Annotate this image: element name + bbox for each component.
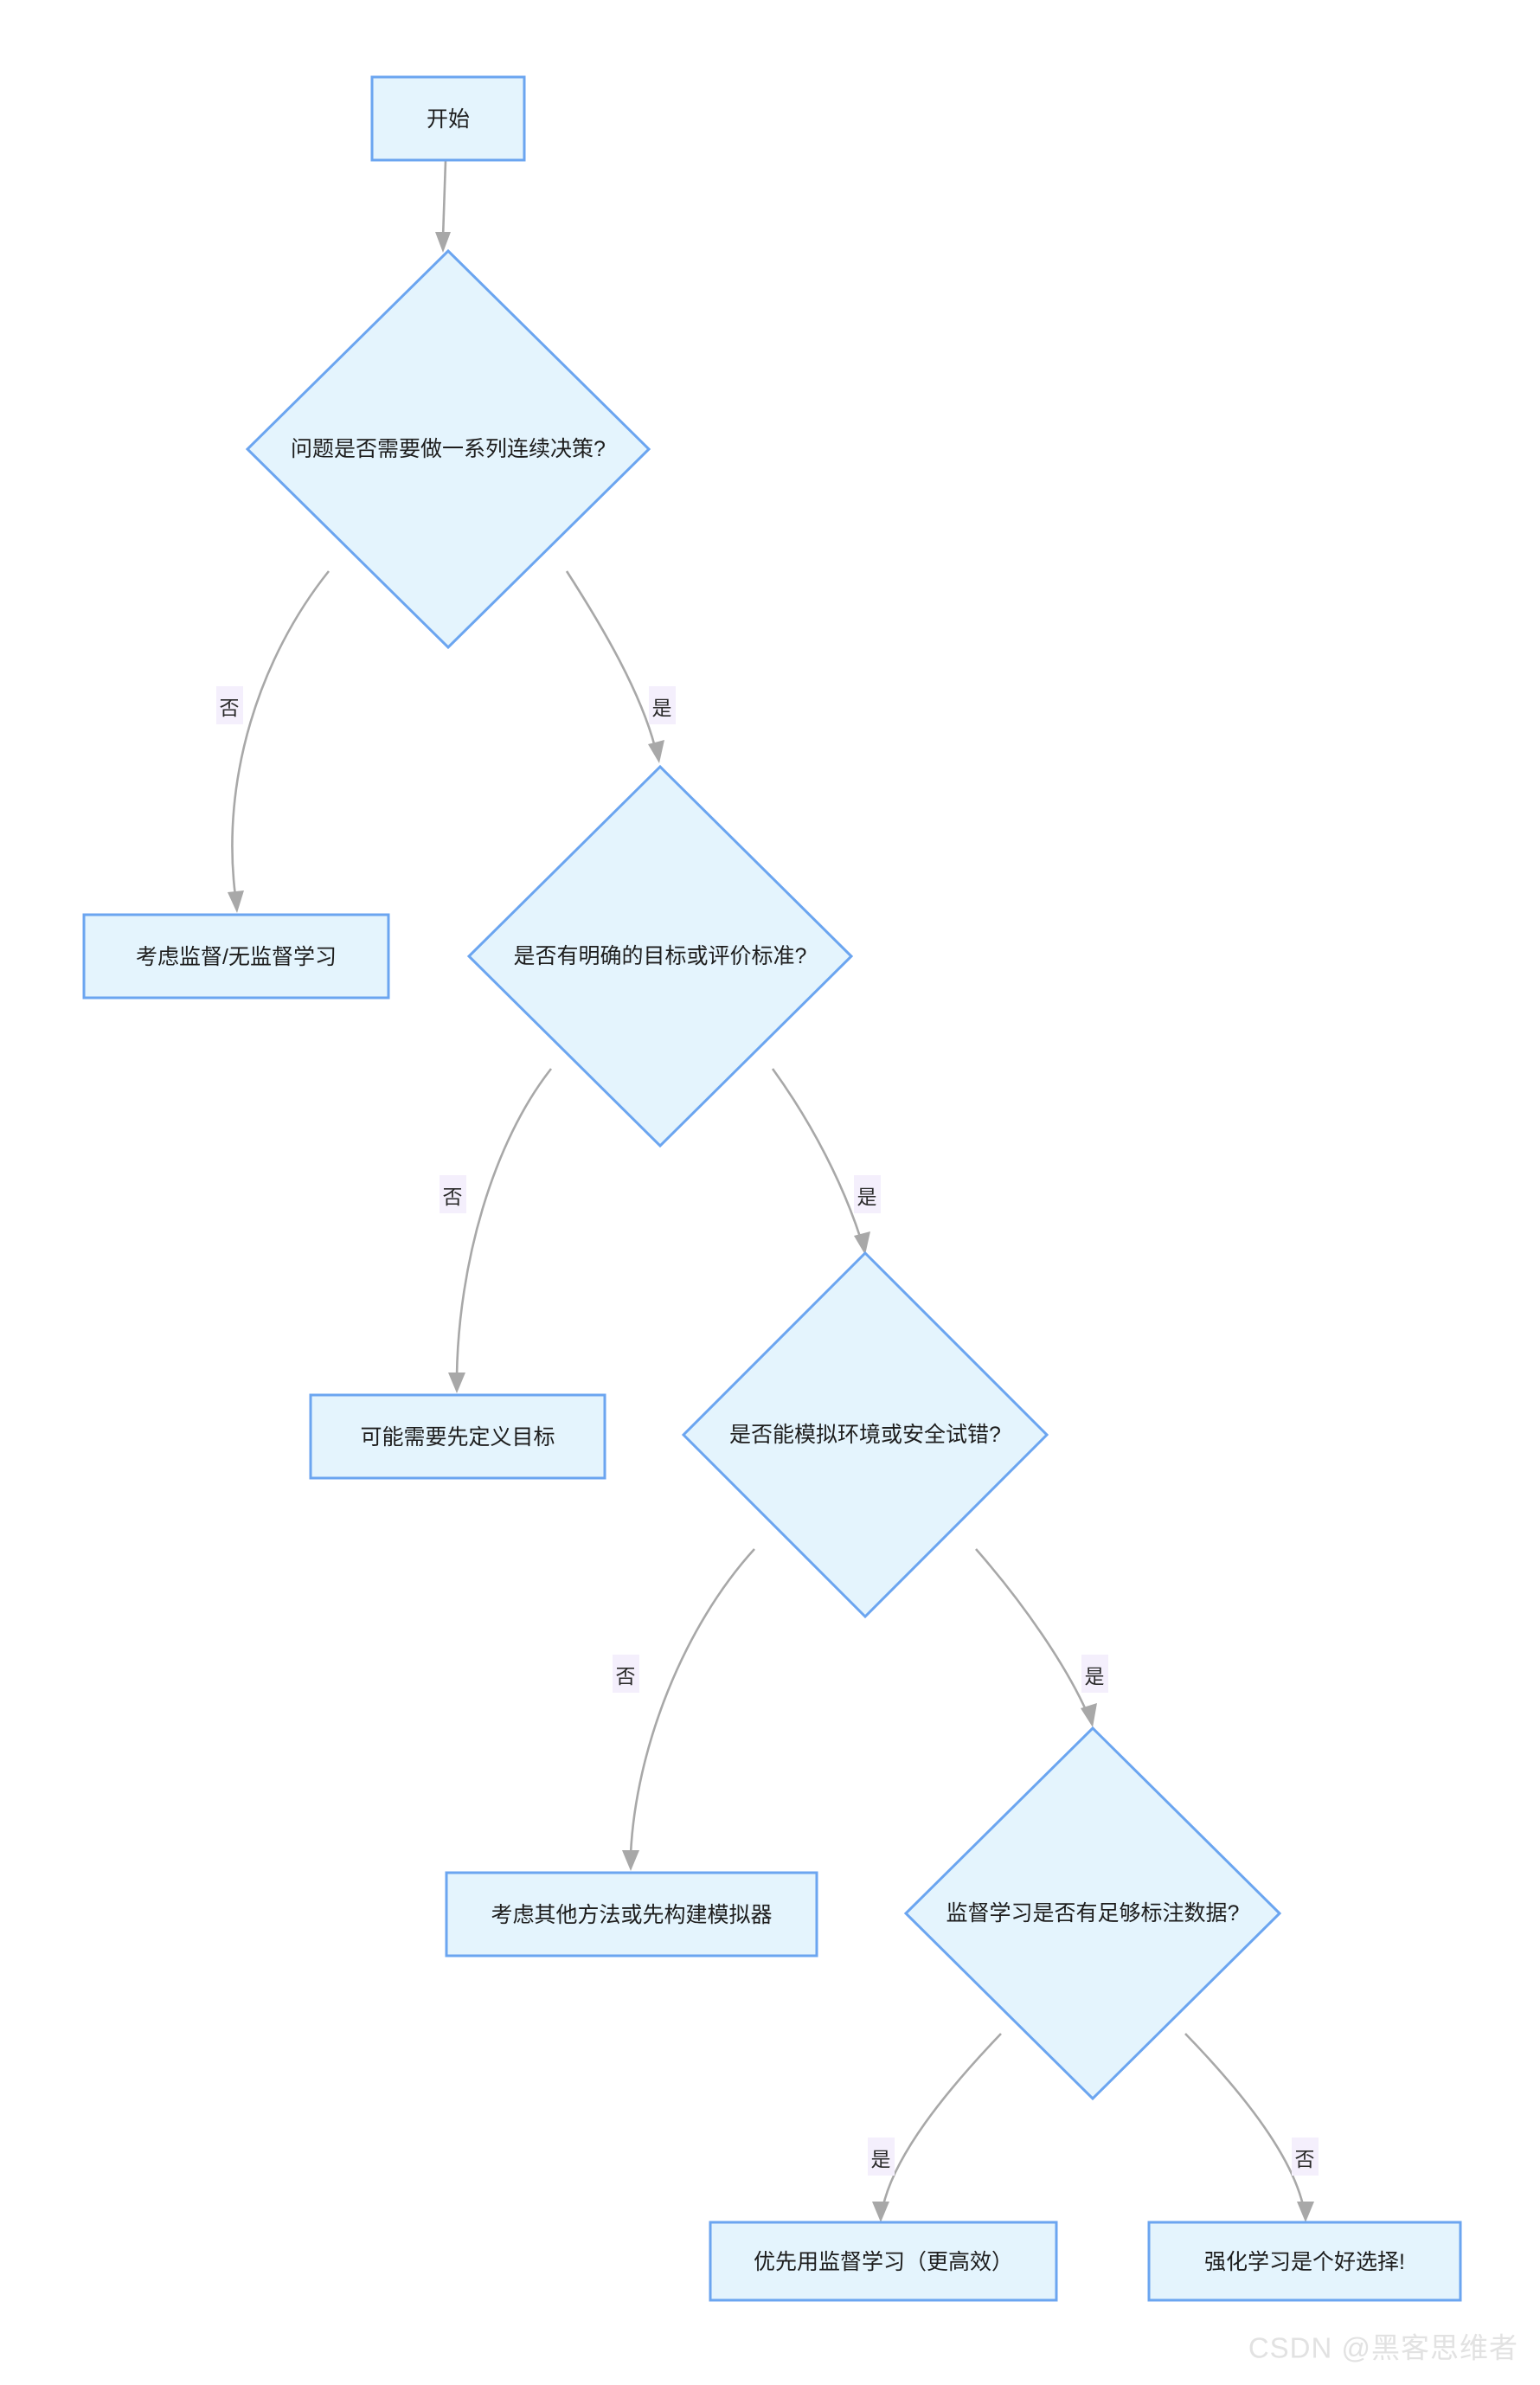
edge-d1-to-d2 <box>565 570 664 763</box>
node-shape-rect[interactable] <box>445 1871 818 1958</box>
edge-arrowhead <box>435 232 451 253</box>
edge-line <box>882 2033 1002 2206</box>
edge-label-text: 是 <box>857 1186 877 1208</box>
node-shape-diamond[interactable] <box>681 1250 1049 1619</box>
node-result-define-goal-first[interactable]: 可能需要先定义目标 <box>309 1393 606 1480</box>
node-decision-sequential-decisions[interactable]: 问题是否需要做一系列连续决策? <box>245 248 651 650</box>
edge-label-text: 否 <box>443 1186 463 1208</box>
edge-label-d4-no: 否 <box>1292 2138 1319 2176</box>
node-shape-rect[interactable] <box>709 2221 1058 2302</box>
edge-d3-to-d4 <box>975 1548 1097 1727</box>
edge-line <box>565 570 657 748</box>
node-result-reinforcement-learning[interactable]: 强化学习是个好选择! <box>1147 2221 1462 2302</box>
edge-arrowhead <box>228 890 244 913</box>
node-decision-enough-labeled-data[interactable]: 监督学习是否有足够标注数据? <box>903 1726 1282 2101</box>
node-label: 监督学习是否有足够标注数据? <box>946 1901 1240 1925</box>
nodes-layer: 开始 问题是否需要做一系列连续决策? 考虑监督/无监督学习 是否有明确的目标或评… <box>82 75 1462 2302</box>
node-label: 可能需要先定义目标 <box>360 1425 555 1450</box>
edge-arrowhead <box>1081 1703 1097 1727</box>
edge-d4-to-r4 <box>872 2033 1002 2222</box>
node-shape-diamond[interactable] <box>466 764 854 1148</box>
edge-label-text: 否 <box>616 1665 636 1688</box>
watermark: CSDN @黑客思维者 <box>1248 2332 1518 2364</box>
node-shape-diamond[interactable] <box>245 248 651 650</box>
edges-layer <box>228 160 1314 2222</box>
edge-label-background <box>854 1175 881 1213</box>
edge-label-d3-yes: 是 <box>1081 1655 1108 1693</box>
edge-d2-to-r2 <box>448 1068 553 1393</box>
watermark-text: CSDN @黑客思维者 <box>1248 2332 1518 2364</box>
edge-line <box>629 1548 755 1855</box>
node-label: 优先用监督学习（更高效） <box>754 2250 1013 2274</box>
edge-arrowhead <box>1297 2202 1314 2222</box>
node-result-supervised-unsupervised[interactable]: 考虑监督/无监督学习 <box>82 913 390 1000</box>
edge-line <box>441 160 447 239</box>
edge-line <box>231 570 330 897</box>
edge-d3-to-r3 <box>622 1548 755 1871</box>
edge-label-text: 是 <box>871 2148 891 2170</box>
edge-label-text: 是 <box>652 697 672 719</box>
edge-label-background <box>1292 2138 1319 2176</box>
edge-label-text: 否 <box>220 697 240 719</box>
edge-arrowhead <box>622 1850 639 1871</box>
edge-arrowhead <box>872 2202 889 2222</box>
edge-d2-to-d3 <box>771 1068 870 1255</box>
node-start[interactable]: 开始 <box>370 75 526 162</box>
edge-line <box>771 1068 863 1240</box>
node-label: 考虑其他方法或先构建模拟器 <box>491 1903 772 1927</box>
edge-d4-to-r5 <box>1184 2033 1314 2222</box>
edge-labels-layer: 否 是 否 是 否 是 是 <box>216 686 1319 2176</box>
edge-label-d4-yes: 是 <box>868 2138 895 2176</box>
node-label: 问题是否需要做一系列连续决策? <box>291 437 606 461</box>
edge-line <box>455 1068 553 1377</box>
node-decision-simulate-environment[interactable]: 是否能模拟环境或安全试错? <box>681 1250 1049 1619</box>
edge-arrowhead <box>448 1372 465 1393</box>
node-label: 是否能模拟环境或安全试错? <box>729 1423 1001 1447</box>
node-decision-clear-goal[interactable]: 是否有明确的目标或评价标准? <box>466 764 854 1148</box>
edge-arrowhead <box>854 1231 870 1255</box>
node-shape-diamond[interactable] <box>903 1726 1282 2101</box>
edge-start-to-d1 <box>435 160 451 253</box>
edge-label-d3-no: 否 <box>613 1655 639 1693</box>
edge-d1-to-r1 <box>228 570 330 913</box>
node-label: 开始 <box>427 107 470 132</box>
node-result-prefer-supervised[interactable]: 优先用监督学习（更高效） <box>709 2221 1058 2302</box>
edge-label-text: 是 <box>1085 1665 1105 1688</box>
edge-line <box>1184 2033 1305 2206</box>
node-shape-rect[interactable] <box>309 1393 606 1480</box>
edge-label-background <box>613 1655 639 1693</box>
node-shape-rect[interactable] <box>370 75 526 162</box>
edge-label-background <box>440 1175 466 1213</box>
edge-label-background <box>649 686 676 724</box>
edge-label-background <box>216 686 243 724</box>
edge-label-background <box>1081 1655 1108 1693</box>
node-shape-rect[interactable] <box>82 913 390 1000</box>
node-label: 强化学习是个好选择! <box>1204 2250 1405 2274</box>
node-shape-rect[interactable] <box>1147 2221 1462 2302</box>
edge-label-d2-no: 否 <box>440 1175 466 1213</box>
node-label: 是否有明确的目标或评价标准? <box>514 944 807 968</box>
edge-label-background <box>868 2138 895 2176</box>
edge-label-d1-yes: 是 <box>649 686 676 724</box>
node-label: 考虑监督/无监督学习 <box>136 945 337 969</box>
edge-label-d2-yes: 是 <box>854 1175 881 1213</box>
edge-label-text: 否 <box>1295 2148 1315 2170</box>
node-result-other-methods-or-simulator[interactable]: 考虑其他方法或先构建模拟器 <box>445 1871 818 1958</box>
edge-arrowhead <box>648 740 664 763</box>
edge-line <box>975 1548 1088 1713</box>
edge-label-d1-no: 否 <box>216 686 243 724</box>
